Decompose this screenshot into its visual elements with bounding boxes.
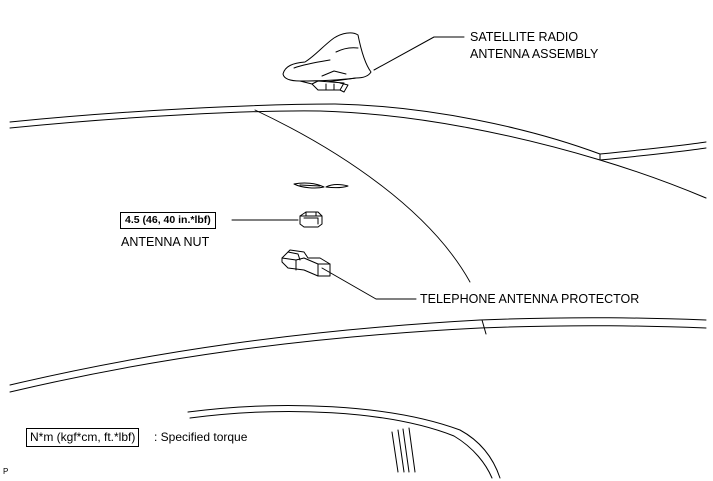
satellite-antenna-label-line2: ANTENNA ASSEMBLY (470, 47, 599, 61)
legend-unit-box: N*m (kgf*cm, ft.*lbf) (26, 428, 140, 447)
antenna-seal-drawing (293, 182, 349, 189)
legend-description: : Specified torque (154, 430, 248, 444)
protector-drawing (281, 249, 331, 277)
corner-mark: P (3, 467, 9, 476)
rear-window-outline (187, 405, 501, 479)
protector-label: TELEPHONE ANTENNA PROTECTOR (420, 292, 640, 306)
antenna-nut-drawing (299, 211, 323, 228)
antenna-nut-label: ANTENNA NUT (121, 235, 210, 249)
satellite-antenna-label-line1: SATELLITE RADIO (470, 30, 579, 44)
roof-rear-outline (9, 317, 707, 393)
roof-upper-outline (9, 103, 707, 199)
torque-value-box: 4.5 (46, 40 in.*lbf) (120, 212, 216, 229)
leader-lines (231, 36, 465, 300)
satellite-antenna-drawing (282, 32, 372, 93)
roof-crease-line (254, 109, 471, 283)
